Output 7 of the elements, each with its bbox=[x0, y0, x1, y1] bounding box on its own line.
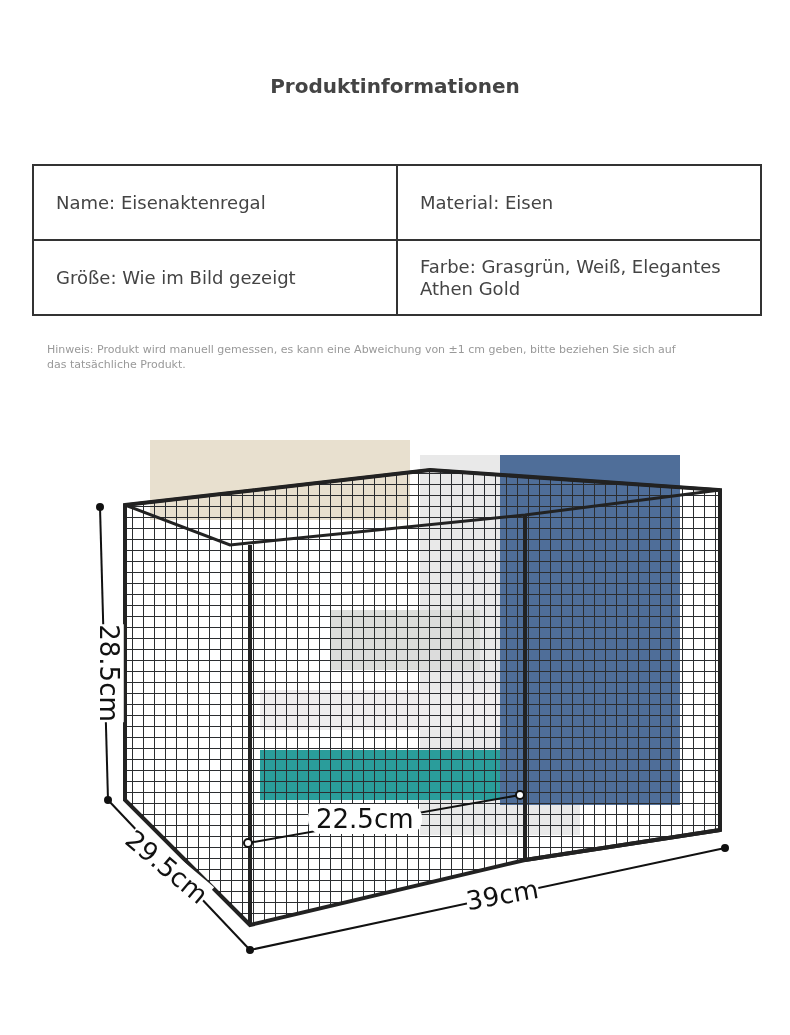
dimension-label: 22.5cm bbox=[308, 804, 422, 834]
table-cell: Material: Eisen bbox=[397, 165, 761, 240]
page-title: Produktinformationen bbox=[269, 74, 521, 98]
table-cell: Größe: Wie im Bild gezeigt bbox=[33, 240, 397, 315]
table-cell: Name: Eisenaktenregal bbox=[33, 165, 397, 240]
table-cell: Farbe: Grasgrün, Weiß, Elegantes Athen Gold bbox=[397, 240, 761, 315]
note-text: Hinweis: Produkt wird manuell gemessen, es kann eine Abweichung von ±1 cm geben, bitte beziehen Sie sich auf das tatsächliche Produkt. bbox=[47, 342, 677, 372]
